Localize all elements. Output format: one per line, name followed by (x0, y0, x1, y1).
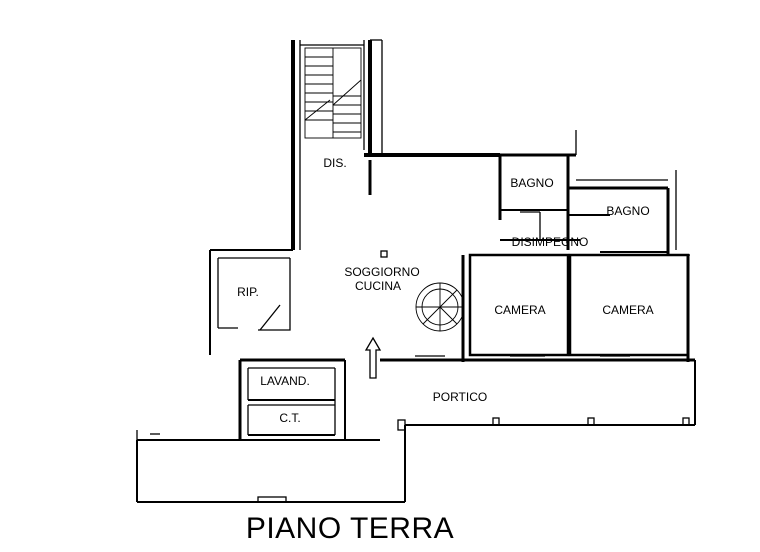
room-label-lavand: LAVAND. (260, 374, 310, 388)
room-label-camera-2: CAMERA (602, 303, 653, 317)
walls-service (238, 360, 336, 441)
room-label-bagno-1: BAGNO (510, 176, 553, 190)
spiral-stair (415, 282, 465, 332)
room-label-bagno-2: BAGNO (606, 204, 649, 218)
room-label-disimpegno: DISIMPEGNO (512, 235, 589, 249)
walls-left (209, 200, 301, 355)
column-marker (380, 250, 388, 258)
walls-portico (397, 360, 696, 502)
plan-title: PIANO TERRA (245, 512, 455, 545)
entrance-arrow (364, 336, 382, 379)
staircase (304, 47, 362, 139)
room-label-cucina: CUCINA (355, 279, 401, 293)
walls-camere (461, 253, 690, 362)
room-label-ct: C.T. (279, 411, 300, 425)
room-label-dis: DIS. (323, 156, 346, 170)
walls-main (364, 130, 690, 256)
room-label-soggiorno: SOGGIORNO (344, 265, 419, 279)
room-label-rip: RIP. (237, 285, 259, 299)
walls-front (240, 355, 695, 440)
room-label-camera-1: CAMERA (494, 303, 545, 317)
stair-tower (291, 39, 383, 200)
walls-terrace (136, 430, 405, 503)
room-label-portico: PORTICO (433, 390, 487, 404)
